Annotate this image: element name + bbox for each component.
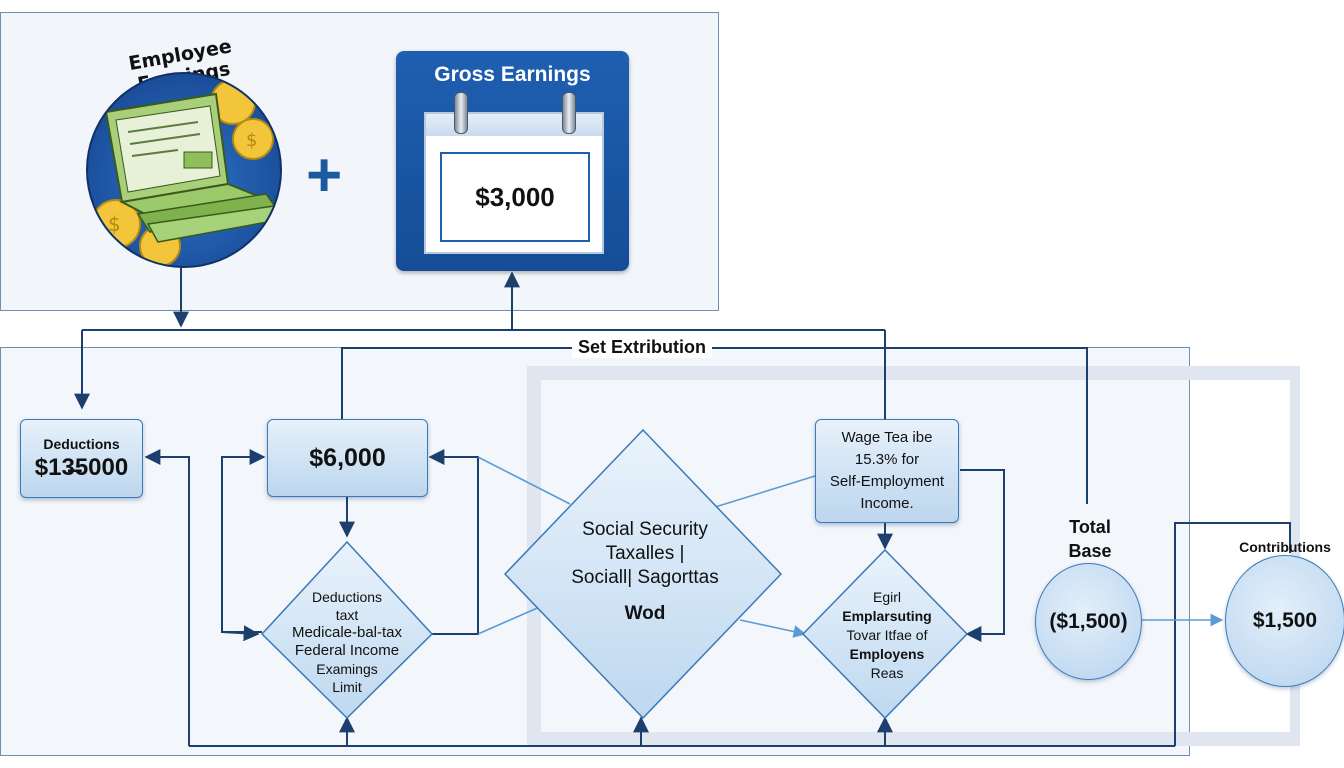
- total-base-label: Total Base: [1040, 515, 1140, 563]
- link-wage-loop: [960, 469, 1005, 642]
- diamond-right-line: Employens: [849, 646, 925, 662]
- diamond-right-line: Emplarsuting: [842, 608, 932, 624]
- calendar-ring-right: [562, 92, 576, 134]
- middle-value-box: $6,000: [267, 419, 428, 497]
- diamond-center-line: Social Security: [582, 519, 708, 540]
- link-bottom-deductions: [144, 449, 190, 746]
- deductions-label: Deductions: [43, 435, 120, 452]
- diamond-right-line: Egirl: [872, 589, 901, 605]
- link-light-1: [477, 456, 571, 505]
- diamond-right-line: Reas: [870, 665, 904, 681]
- gross-earnings-value: $3,000: [440, 152, 590, 242]
- money-laptop-icon: $ $: [91, 79, 279, 266]
- link-setext: [341, 347, 1088, 504]
- diamond-left-line: Medicale-bal-tax: [291, 624, 403, 641]
- diamond-center-line: Taxalles |: [605, 543, 685, 564]
- deductions-box: Deductions $13̶5000: [20, 419, 143, 498]
- total-base-circle: ($1,500): [1035, 563, 1142, 680]
- diamond-left-line: Federal Income: [294, 642, 400, 659]
- link-left-loop-back: [221, 625, 260, 642]
- wage-line-4: Income.: [860, 495, 914, 512]
- svg-text:$: $: [246, 130, 257, 151]
- link-light-4: [739, 619, 807, 638]
- diamond-center: [503, 428, 783, 720]
- wage-tax-box: Wage Tea ibe 15.3% for Self-Employment I…: [815, 419, 959, 523]
- svg-text:$: $: [108, 212, 121, 236]
- diamond-left-line: Deductions: [311, 589, 383, 605]
- link-bottom-contrib: [1174, 522, 1291, 746]
- wage-line-2: 15.3% for: [854, 451, 920, 468]
- wage-line-1: Wage Tea ibe: [841, 429, 933, 446]
- calendar-icon: $3,000: [424, 92, 604, 254]
- plus-sign: +: [306, 141, 343, 210]
- gross-earnings-title: Gross Earnings: [434, 63, 591, 86]
- wage-line-3: Self-Employment: [829, 473, 945, 490]
- diamond-left-line: taxt: [335, 607, 359, 623]
- deductions-value: $13̶5000: [34, 453, 129, 481]
- diamond-right-text: Egirl Emplarsuting Tovar Itfae of Employ…: [812, 588, 962, 683]
- link-right-loop: [428, 449, 479, 635]
- link-light-3: [711, 475, 816, 509]
- diamond-center-text: Social Security Taxalles | Sociall| Sago…: [540, 518, 750, 626]
- gross-earnings-card: Gross Earnings $3,000: [396, 51, 629, 271]
- link-left-loop: [221, 449, 266, 633]
- diamond-right-line: Tovar Itfae of: [846, 627, 928, 643]
- diamond-center-line: Wod: [624, 603, 666, 624]
- contributions-circle: $1,500: [1225, 555, 1344, 687]
- calendar-header: [426, 114, 602, 136]
- contributions-label: Contributions: [1239, 539, 1331, 555]
- diamond-left-text: Deductions taxt Medicale-bal-tax Federal…: [270, 588, 424, 696]
- total-base-label-line2: Base: [1068, 541, 1112, 561]
- diamond-left-line: Examings: [316, 661, 378, 677]
- set-extribution-label: Set Extribution: [572, 337, 713, 358]
- diamond-center-line: Sociall| Sagorttas: [571, 567, 719, 588]
- employee-earnings-illustration: $ $: [86, 72, 282, 268]
- diamond-left-line: Limit: [332, 679, 362, 695]
- diamond-left: [260, 540, 434, 720]
- calendar-ring-left: [454, 92, 468, 134]
- diamond-right: [801, 548, 969, 720]
- total-base-label-line1: Total: [1069, 517, 1111, 537]
